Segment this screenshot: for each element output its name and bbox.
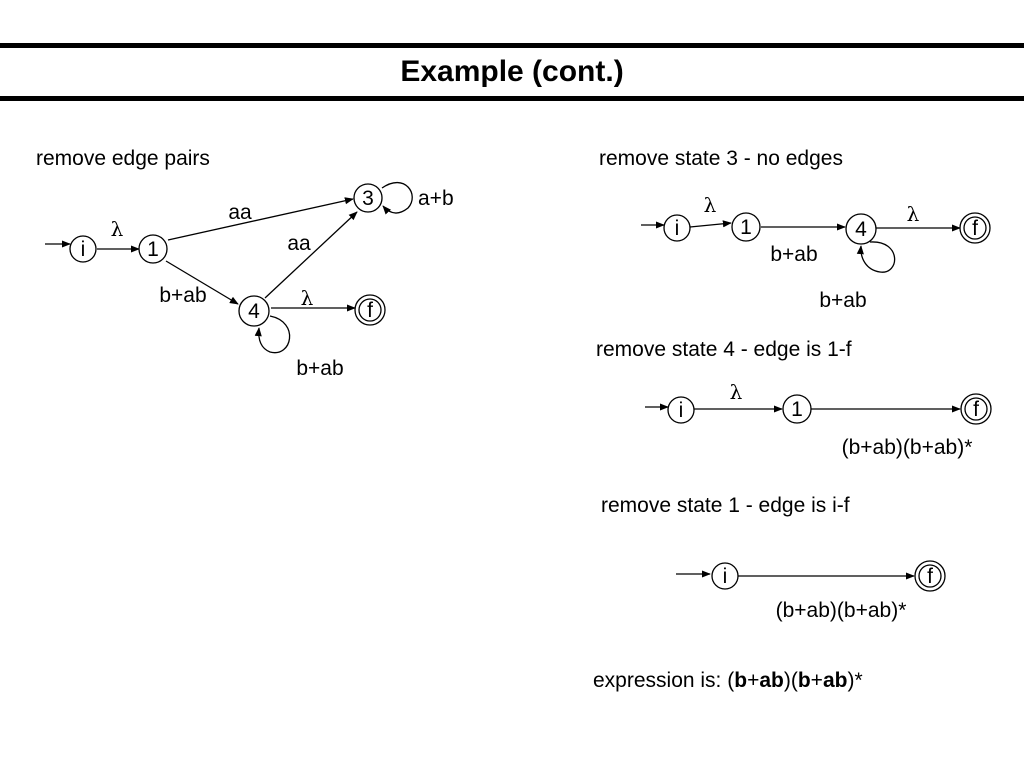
label-i-to-f: (b+ab)(b+ab)* bbox=[776, 599, 907, 622]
state-i-label: i bbox=[675, 217, 680, 240]
result-plus-2: + bbox=[810, 669, 823, 692]
result-b-2: b bbox=[797, 669, 811, 692]
state-f-label: f bbox=[973, 398, 979, 421]
state-f-inner-ring bbox=[963, 216, 987, 240]
label-1-to-f: (b+ab)(b+ab)* bbox=[842, 436, 973, 459]
label-1-to-4: b+ab bbox=[159, 284, 206, 307]
caption-remove-state-1: remove state 1 - edge is i-f bbox=[601, 494, 850, 517]
label-loop-4: b+ab bbox=[296, 357, 343, 380]
state-1 bbox=[782, 394, 812, 424]
label-4-to-f: λ bbox=[907, 202, 920, 226]
state-f-label: f bbox=[367, 299, 373, 322]
result-ab-2: ab bbox=[822, 669, 848, 692]
result-expression: expression is: (b+ab)(b+ab)* bbox=[593, 668, 863, 694]
state-1 bbox=[731, 212, 761, 242]
loop-3 bbox=[381, 181, 413, 215]
state-i bbox=[663, 214, 691, 242]
state-f-inner-ring bbox=[918, 564, 942, 588]
caption-remove-state-3: remove state 3 - no edges bbox=[599, 147, 843, 170]
label-loop-3: a+b bbox=[418, 187, 454, 210]
state-1 bbox=[138, 234, 168, 264]
label-4-to-3: aa bbox=[287, 232, 311, 255]
state-f-label: f bbox=[972, 217, 978, 240]
slide-title: Example (cont.) bbox=[400, 55, 624, 88]
state-1-label: 1 bbox=[740, 216, 752, 239]
label-i-to-1: λ bbox=[111, 217, 124, 241]
result-close-star: )* bbox=[847, 669, 863, 692]
result-open-paren: ( bbox=[727, 669, 735, 692]
edge-1-to-4 bbox=[165, 260, 239, 305]
state-i bbox=[711, 562, 739, 590]
caption-remove-edge-pairs: remove edge pairs bbox=[36, 147, 210, 170]
state-i bbox=[69, 235, 97, 263]
diagram-remove-state-1: i f (b+ab)(b+ab)* bbox=[676, 560, 946, 622]
state-1-label: 1 bbox=[791, 398, 803, 421]
edge-4-to-3 bbox=[264, 211, 358, 299]
result-ab-1: ab bbox=[759, 669, 784, 692]
result-prefix: expression is: bbox=[593, 669, 728, 692]
result-b-1: b bbox=[734, 669, 748, 692]
title-rule-bottom bbox=[0, 96, 1024, 101]
loop-4 bbox=[254, 315, 291, 354]
label-1-to-3: aa bbox=[228, 201, 252, 224]
state-i bbox=[667, 396, 695, 424]
result-paren-join: )( bbox=[783, 669, 798, 692]
edge-i-to-1 bbox=[689, 220, 732, 228]
state-3-label: 3 bbox=[362, 187, 374, 210]
diagram-remove-state-4: i 1 f λ (b+ab)(b+ab)* bbox=[645, 380, 992, 459]
state-i-label: i bbox=[81, 238, 86, 261]
diagram-edge-pairs: i 1 3 4 f λ aa aa a+b b+ab λ b+ab bbox=[45, 181, 454, 380]
state-f-inner-ring bbox=[358, 298, 382, 322]
state-4-label: 4 bbox=[855, 218, 867, 241]
state-i-label: i bbox=[679, 399, 684, 422]
state-f-inner-ring bbox=[964, 397, 988, 421]
diagram-remove-state-3: i 1 4 f λ b+ab λ b+ab bbox=[641, 193, 991, 312]
caption-remove-state-4: remove state 4 - edge is 1-f bbox=[596, 338, 852, 361]
state-4 bbox=[845, 213, 877, 245]
state-3 bbox=[353, 183, 383, 213]
edge-1-to-3 bbox=[167, 197, 354, 241]
result-plus-1: + bbox=[747, 669, 760, 692]
state-i-label: i bbox=[723, 565, 728, 588]
state-1-label: 1 bbox=[147, 238, 159, 261]
state-4-label: 4 bbox=[248, 300, 260, 323]
title-rule-top bbox=[0, 43, 1024, 48]
label-4-to-f: λ bbox=[301, 286, 314, 310]
label-1-to-4: b+ab bbox=[770, 243, 817, 266]
label-loop-4: b+ab bbox=[819, 289, 866, 312]
label-i-to-1: λ bbox=[730, 380, 743, 404]
loop-4 bbox=[856, 241, 896, 273]
label-i-to-1: λ bbox=[704, 193, 717, 217]
state-4 bbox=[238, 295, 270, 327]
state-f-label: f bbox=[927, 565, 933, 588]
